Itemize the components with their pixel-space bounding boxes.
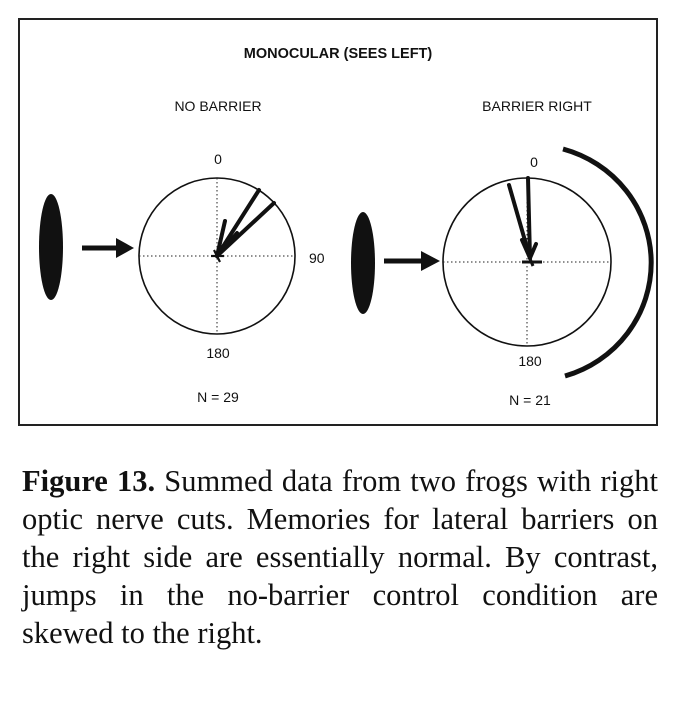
- figure-frame: [18, 18, 658, 426]
- right-arrow-icon: [384, 251, 440, 271]
- figure-caption-label: Figure 13.: [22, 464, 156, 498]
- figure-caption: Figure 13. Summed data from two frogs wi…: [22, 462, 658, 652]
- right-vector-4: [528, 242, 538, 260]
- left-jump-vectors: [215, 188, 276, 258]
- right-jump-vectors: [507, 176, 538, 260]
- left-origin-mark: [211, 249, 224, 263]
- left-bottom-angle: 180: [206, 345, 230, 361]
- left-panel-label: NO BARRIER: [174, 98, 261, 114]
- left-vector-4: [215, 231, 239, 258]
- left-vector-3: [215, 219, 227, 258]
- left-right-angle: 90: [309, 250, 325, 266]
- figure-caption-text: Summed data from two frogs with right op…: [22, 464, 658, 650]
- left-top-angle: 0: [214, 151, 222, 167]
- right-vector-2: [526, 176, 532, 260]
- right-panel-label: BARRIER RIGHT: [482, 98, 592, 114]
- figure-diagram: MONOCULAR (SEES LEFT) NO BARRIER 0 90 18…: [39, 46, 654, 408]
- right-origin-mark: [522, 253, 542, 267]
- right-n-label: N = 21: [509, 392, 551, 408]
- left-frog-eye-icon: [39, 194, 63, 300]
- barrier-arc: [562, 146, 654, 379]
- right-top-angle: 0: [530, 154, 538, 170]
- right-bottom-angle: 180: [518, 353, 542, 369]
- figure-title: MONOCULAR (SEES LEFT): [244, 46, 433, 62]
- right-frog-eye-icon: [351, 212, 375, 314]
- left-arrow-icon: [82, 238, 134, 258]
- left-n-label: N = 29: [197, 389, 239, 405]
